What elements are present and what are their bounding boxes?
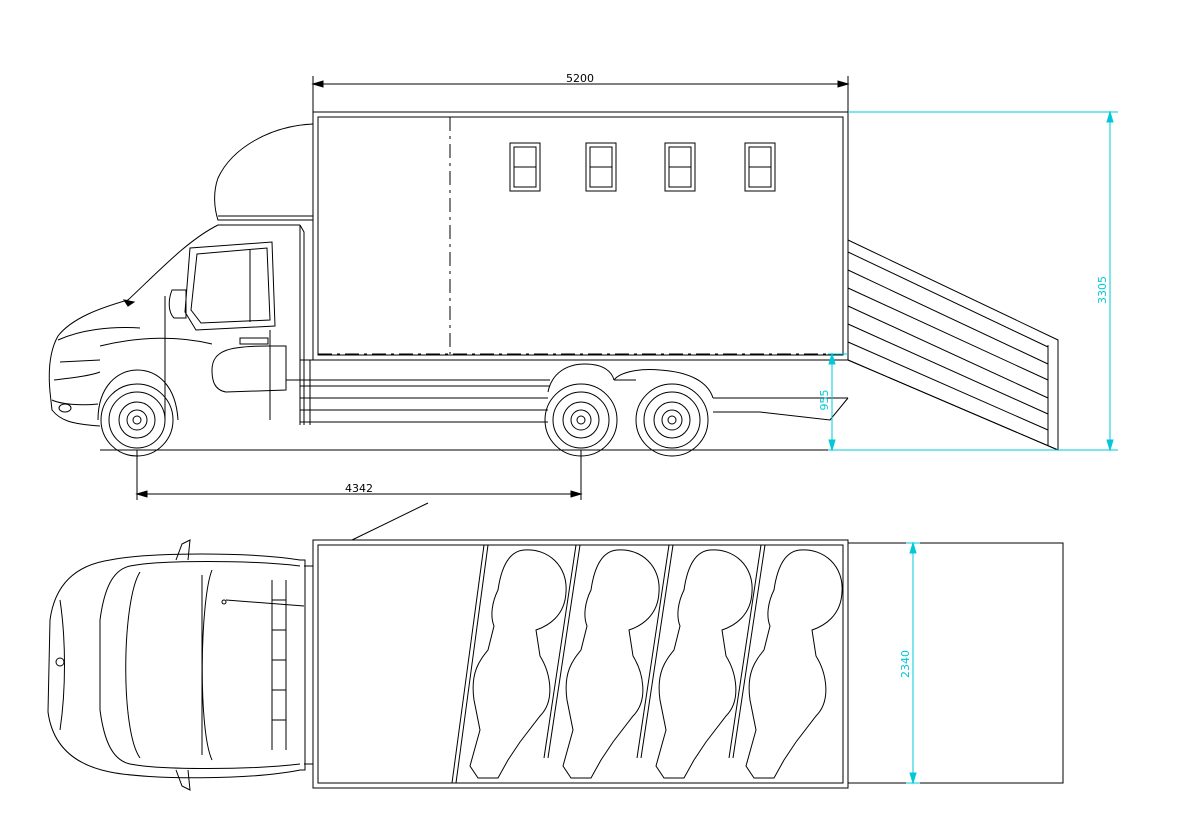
front-wheel	[97, 369, 179, 457]
wheelbase-dimension	[135, 490, 583, 498]
horse-silhouettes	[469, 549, 843, 779]
stall-dividers	[451, 544, 766, 784]
rear-wheel-1	[544, 383, 618, 457]
rear-wheel-2	[635, 383, 709, 457]
top-view	[47, 502, 1064, 791]
height-dimensions	[828, 110, 1118, 452]
overall-height-label: 3305	[1096, 276, 1109, 304]
luton-roof	[214, 123, 314, 221]
chassis-skirt	[300, 359, 849, 425]
length-label: 5200	[566, 72, 594, 85]
side-windows	[509, 142, 776, 192]
width-dimension	[906, 541, 920, 785]
ramp-top	[847, 542, 1064, 784]
body-top	[312, 539, 849, 789]
body-width-label: 2340	[899, 650, 912, 678]
rear-ramp	[847, 239, 1059, 451]
side-view	[48, 76, 1070, 500]
box-body	[312, 111, 849, 361]
floor-height-label: 955	[818, 390, 831, 411]
length-dimension	[311, 76, 850, 112]
wheelbase-label: 4342	[345, 482, 373, 495]
cab-top	[47, 539, 313, 791]
cab-side	[48, 224, 305, 427]
